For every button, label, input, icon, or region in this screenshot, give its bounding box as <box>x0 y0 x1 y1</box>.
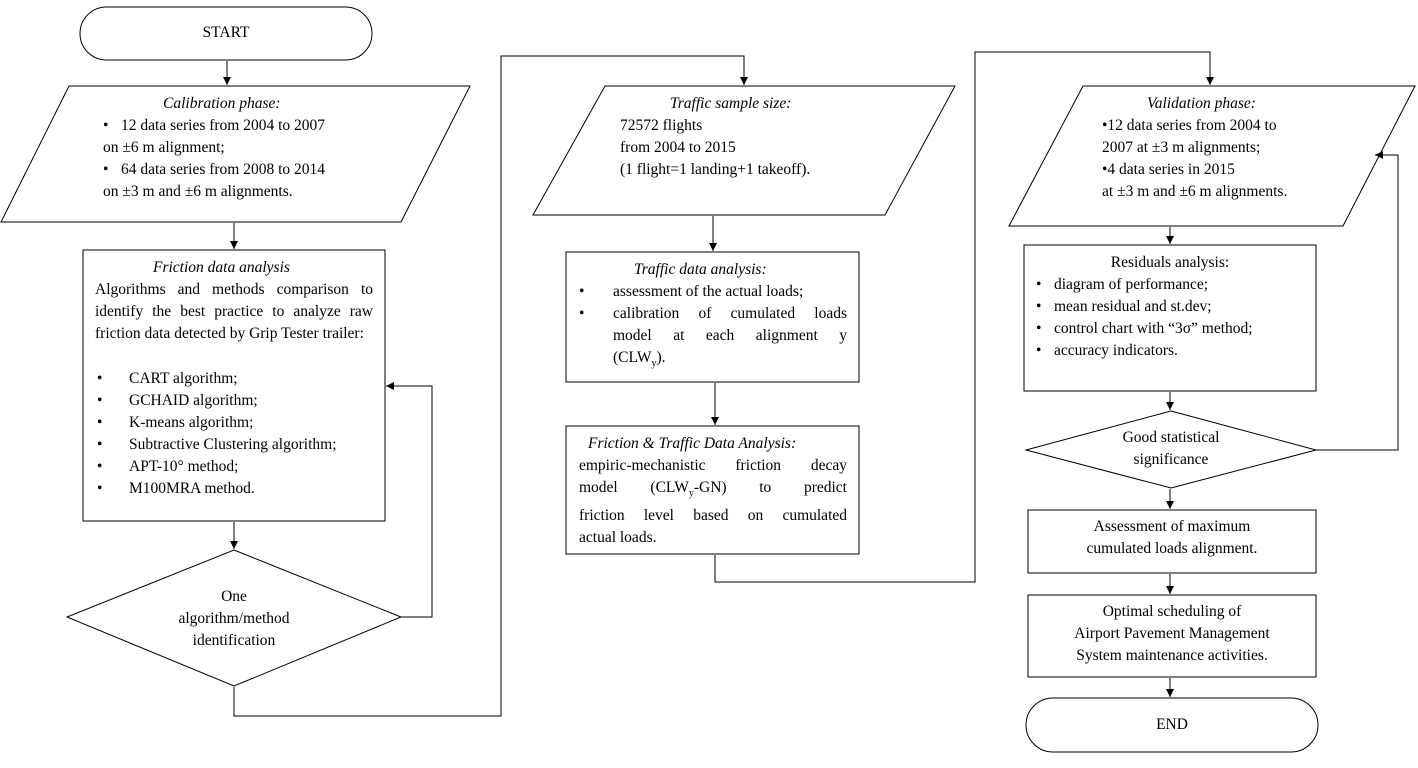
validation-lines: •12 data series from 2004 to 2007 at ±3 … <box>1102 117 1288 200</box>
assessment-box <box>1027 509 1317 574</box>
ftda-title: Friction & Traffic Data Analysis: <box>588 435 797 452</box>
decision-good-significance <box>1024 410 1318 489</box>
friction-traffic-box <box>565 425 860 555</box>
decision-one-algorithm <box>65 549 403 687</box>
validation-parallelogram <box>1008 85 1416 227</box>
ftda-body: empiric-mechanistic friction decay model… <box>579 457 847 547</box>
friction-item-2: GCHAID algorithm; <box>95 390 380 412</box>
calibration-bullets: 12 data series from 2004 to 2007 on ±6 m… <box>103 115 325 203</box>
traffic-sample-lines: 72572 flights from 2004 to 2015 (1 fligh… <box>620 117 811 178</box>
traffic-analysis-title: Traffic data analysis: <box>634 261 767 278</box>
traffic-analysis-item-1: assessment of the actual loads; <box>579 281 847 303</box>
connector-decision-to-traffic <box>233 55 748 717</box>
validation-title: Validation phase: <box>1147 95 1256 112</box>
friction-item-6: M100MRA method. <box>95 478 380 500</box>
decision1-label: One algorithm/method identification <box>178 588 290 649</box>
calibration-bullet-1: 12 data series from 2004 to 2007 <box>103 115 325 137</box>
calibration-title: Calibration phase: <box>163 95 281 112</box>
friction-methods-list: CART algorithm; GCHAID algorithm; K-mean… <box>95 368 380 500</box>
residuals-item-1: diagram of performance; <box>1036 274 1253 296</box>
calibration-bullet-2: 64 data series from 2008 to 2014 <box>103 159 325 181</box>
friction-item-3: K-means algorithm; <box>95 412 380 434</box>
start-terminal <box>79 6 373 61</box>
calibration-bullet-1-cont: on ±6 m alignment; <box>103 139 225 156</box>
friction-item-1: CART algorithm; <box>95 368 380 390</box>
traffic-sample-parallelogram <box>532 85 956 216</box>
traffic-analysis-item-2: calibration of cumulated loads model at … <box>579 303 847 375</box>
optimal-label: Optimal scheduling of Airport Pavement M… <box>1074 603 1270 664</box>
friction-title: Friction data analysis <box>153 259 290 276</box>
optimal-scheduling-box <box>1027 594 1317 678</box>
residuals-item-4: accuracy indicators. <box>1036 340 1253 362</box>
residuals-list: diagram of performance; mean residual an… <box>1036 274 1253 362</box>
friction-intro: Algorithms and methods comparison to ide… <box>95 281 373 342</box>
residuals-title: Residuals analysis: <box>1110 254 1230 271</box>
traffic-sample-title: Traffic sample size: <box>670 95 792 112</box>
traffic-analysis-list: assessment of the actual loads; calibrat… <box>579 281 847 375</box>
loop-decision-to-validation <box>1316 151 1399 451</box>
residuals-item-2: mean residual and st.dev; <box>1036 296 1253 318</box>
friction-item-5: APT-10° method; <box>95 456 380 478</box>
connector-ftda-to-validation <box>714 51 1214 583</box>
decision2-label: Good statistical significance <box>1122 429 1220 468</box>
start-label: START <box>202 24 250 41</box>
calibration-bullet-2-cont: on ±3 m and ±6 m alignments. <box>103 183 293 200</box>
friction-item-4: Subtractive Clustering algorithm; <box>95 434 380 456</box>
assessment-label: Assessment of maximum cumulated loads al… <box>1086 518 1258 557</box>
residuals-item-3: control chart with “3σ” method; <box>1036 318 1253 340</box>
end-terminal <box>1025 697 1319 753</box>
end-label: END <box>1156 716 1188 733</box>
loop-decision-to-friction <box>386 382 433 618</box>
